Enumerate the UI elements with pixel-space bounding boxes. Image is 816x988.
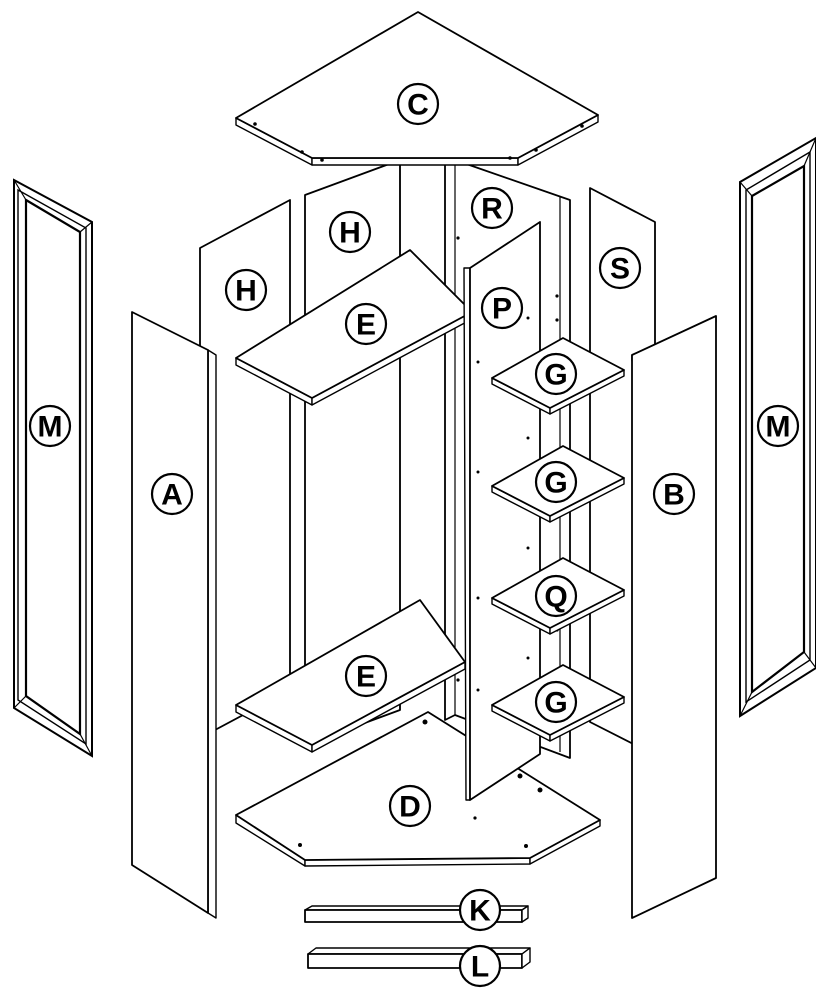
label-plinth-front-text: K — [469, 895, 491, 928]
label-top-text: C — [407, 89, 429, 122]
label-back-corner-text: R — [481, 193, 503, 226]
label-shelf-lower: E — [344, 654, 388, 698]
label-right-side: B — [652, 472, 696, 516]
label-shelf-upper: E — [344, 302, 388, 346]
label-mirror-right-text: M — [766, 411, 791, 444]
label-bottom-text: D — [399, 791, 421, 824]
label-back-left-inner: H — [328, 210, 372, 254]
label-plinth-side-text: L — [471, 951, 489, 984]
label-divider-text: P — [492, 293, 512, 326]
label-top: C — [396, 82, 440, 126]
label-mirror-left-text: M — [38, 411, 63, 444]
label-back-right: S — [598, 246, 642, 290]
label-back-right-text: S — [610, 253, 630, 286]
label-back-left-inner-text: H — [339, 217, 361, 250]
label-shelf-lower-text: E — [356, 661, 376, 694]
label-left-side: A — [150, 472, 194, 516]
label-mirror-left: M — [28, 404, 72, 448]
label-back-left-outer: H — [224, 268, 268, 312]
label-right-side-text: B — [663, 479, 685, 512]
label-small-shelf-1: G — [534, 352, 578, 396]
bottom-panel — [235, 711, 601, 867]
label-small-shelf-2: G — [534, 460, 578, 504]
mirror-frame-left — [13, 178, 93, 758]
label-bottom: D — [388, 784, 432, 828]
label-small-shelf-3: Q — [534, 574, 578, 618]
label-back-left-outer-text: H — [235, 275, 257, 308]
label-divider: P — [480, 286, 524, 330]
label-back-corner: R — [470, 186, 514, 230]
label-small-shelf-1-text: G — [544, 359, 567, 392]
label-shelf-upper-text: E — [356, 309, 376, 342]
label-small-shelf-4-text: G — [544, 687, 567, 720]
side-panel-left — [131, 311, 217, 919]
label-mirror-right: M — [756, 404, 800, 448]
label-small-shelf-4: G — [534, 680, 578, 724]
label-small-shelf-2-text: G — [544, 467, 567, 500]
side-panel-right — [631, 315, 717, 919]
label-left-side-text: A — [161, 479, 183, 512]
label-plinth-front: K — [458, 888, 502, 932]
label-plinth-side: L — [458, 944, 502, 988]
label-small-shelf-3-text: Q — [544, 581, 567, 614]
